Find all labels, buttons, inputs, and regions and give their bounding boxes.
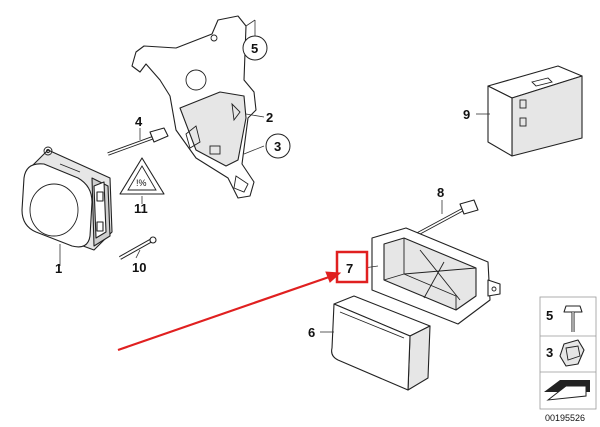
callout-9: 9	[463, 107, 470, 122]
legend-number-5: 5	[546, 308, 553, 323]
callout-8: 8	[437, 185, 444, 200]
part-4-bolt-drawing	[107, 127, 169, 156]
part-9-module-drawing	[487, 65, 583, 157]
callout-4: 4	[135, 114, 143, 129]
bracket-drawing	[131, 15, 257, 199]
highlighted-callout-7: 7	[335, 250, 369, 284]
part-7-holder-drawing	[371, 227, 501, 325]
legend-number-3: 3	[546, 345, 553, 360]
callout-10: 10	[132, 260, 146, 275]
screw-icon	[563, 305, 583, 332]
callout-5-circle: 5	[242, 35, 268, 61]
callout-3-circle: 3	[265, 133, 291, 159]
arrow-step-icon	[544, 380, 590, 401]
callout-1: 1	[55, 261, 62, 276]
part-6-control-box-drawing	[331, 295, 431, 391]
red-pointer-arrow	[117, 271, 342, 352]
callout-3: 3	[274, 139, 281, 154]
part-11-warning-label-drawing: !%	[119, 157, 165, 195]
diagram-number: 00195526	[545, 413, 585, 423]
callout-2: 2	[266, 110, 273, 125]
callout-6: 6	[308, 325, 315, 340]
callout-labels: 1 2 3 4 5 6 8 9 10 11	[55, 35, 470, 340]
svg-text:!%: !%	[136, 178, 147, 188]
part-10-pin-drawing	[119, 236, 157, 260]
part-8-screw-drawing	[409, 199, 479, 240]
part-1-sensor-drawing	[21, 146, 113, 251]
legend-panel: 5 3	[539, 296, 597, 410]
clip-nut-icon	[559, 339, 585, 367]
callout-7: 7	[346, 261, 353, 276]
callout-11: 11	[134, 201, 148, 216]
callout-5: 5	[251, 41, 258, 56]
